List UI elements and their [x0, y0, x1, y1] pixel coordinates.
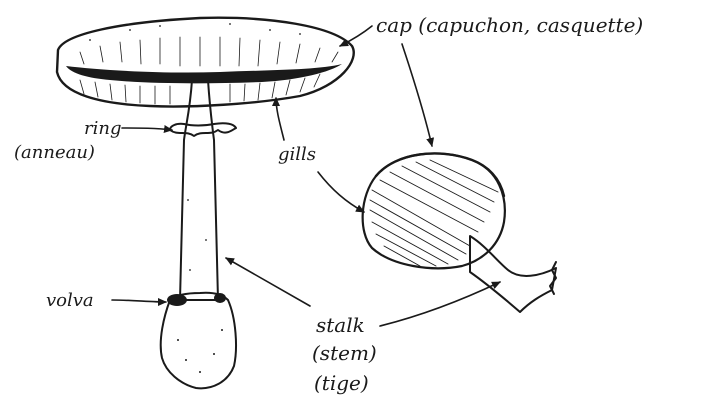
arrow-volva [112, 300, 166, 302]
label-cap: cap (capuchon, casquette) [376, 13, 643, 37]
volva-shape [161, 293, 236, 389]
arrow-cap-right [402, 44, 432, 146]
label-stalk-tige: (tige) [314, 371, 369, 395]
arrow-ring [122, 128, 172, 130]
label-gills: gills [278, 144, 316, 165]
volva-rim-right [214, 293, 226, 303]
arrow-gills-right [318, 172, 364, 212]
ring-shape [170, 123, 236, 136]
arrow-stalk-left [226, 258, 310, 306]
mushroom-cutaway [363, 153, 556, 312]
cap-shape [57, 18, 354, 107]
stem-shape [180, 80, 218, 300]
label-stalk: stalk [316, 313, 365, 337]
label-ring-translation: (anneau) [14, 142, 95, 163]
arrow-cap-left [340, 26, 372, 46]
mushroom-whole [57, 18, 354, 389]
label-stalk-stem: (stem) [312, 341, 377, 365]
cutaway-gill-lines [370, 160, 498, 266]
cap-band [66, 64, 342, 83]
cutaway-stem [470, 236, 556, 312]
arrow-gills-left [276, 98, 284, 140]
arrow-stalk-right [380, 282, 500, 326]
label-volva: volva [46, 290, 94, 311]
label-ring: ring [84, 118, 121, 139]
